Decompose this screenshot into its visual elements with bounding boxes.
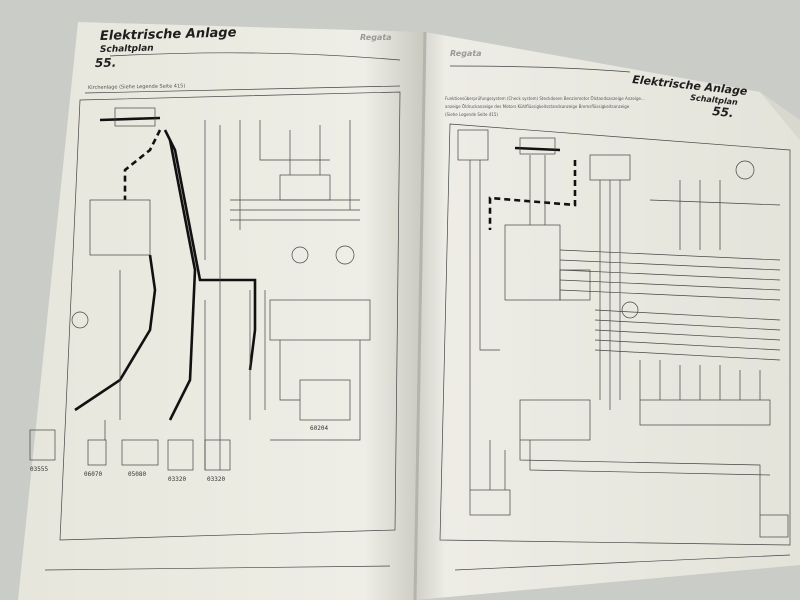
right-brand-logo: Regata: [450, 49, 482, 58]
left-caption-rule: [84, 85, 401, 94]
left-section-number: 55.: [95, 56, 117, 70]
left-brand-logo: Regata: [360, 33, 392, 42]
component-label: 03555: [30, 466, 48, 473]
left-header-rule: [109, 52, 401, 61]
right-caption-line: (Siehe Legende Seite 415): [445, 112, 498, 117]
component-label: 03320: [168, 476, 186, 483]
right-header-rule: [449, 65, 631, 73]
right-page: [415, 32, 800, 600]
left-diagram-frame: [59, 91, 401, 541]
right-section-number: 55.: [712, 104, 735, 120]
left-page: [18, 22, 425, 600]
left-caption: Kirchenlage (Siehe Legende Seite 415): [88, 83, 185, 91]
book-spine: [413, 31, 427, 600]
right-caption-line: anzeige Öldruckanzeige des Motors Kühlfl…: [445, 104, 630, 109]
right-footer-rule: [454, 554, 791, 571]
page-stack-edge: [760, 92, 800, 140]
component-label: 60204: [310, 425, 328, 432]
component-label: 05080: [128, 471, 146, 478]
right-caption-line: Funktionsüberprüfungssystem (Check syste…: [445, 96, 645, 101]
left-section-title: Elektrische Anlage: [100, 25, 237, 44]
component-label: 03320: [207, 476, 225, 483]
left-footer-rule: [44, 565, 391, 571]
right-wiring-diagram: [457, 129, 789, 538]
left-subtitle: Schaltplan: [100, 44, 154, 55]
right-diagram-frame: [439, 123, 791, 546]
component-label: 06070: [84, 471, 102, 478]
left-wiring-diagram: 03555 06070 05080 03320 03320 60204: [29, 107, 371, 483]
